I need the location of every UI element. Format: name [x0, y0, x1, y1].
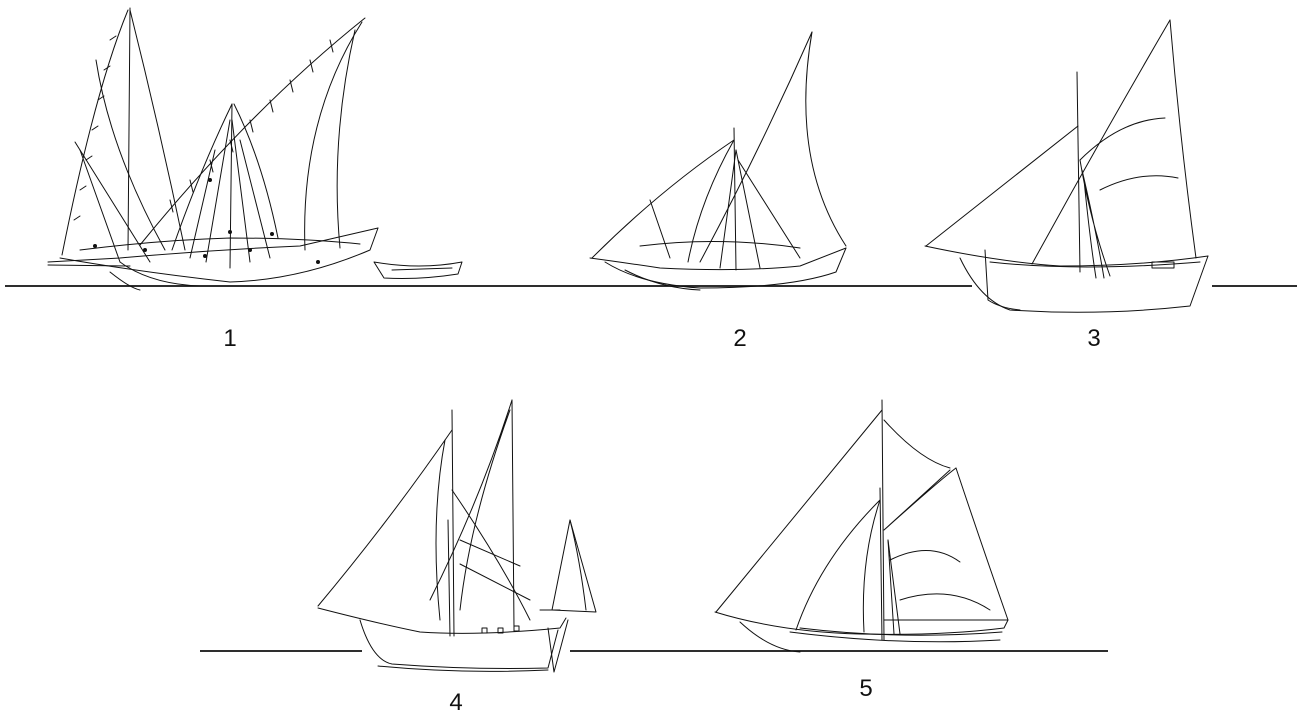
boat-2-drawing [589, 31, 847, 291]
boat-3-drawing [924, 19, 1209, 313]
boat-5-drawing [714, 399, 1009, 653]
label-boat-3: 3 [1087, 325, 1100, 352]
boat-1-drawing [47, 7, 463, 291]
boat-4-drawing [317, 399, 597, 673]
label-boat-2: 2 [733, 325, 746, 352]
label-boat-5: 5 [859, 675, 872, 702]
label-boat-4: 4 [449, 689, 462, 715]
label-boat-1: 1 [223, 325, 236, 352]
